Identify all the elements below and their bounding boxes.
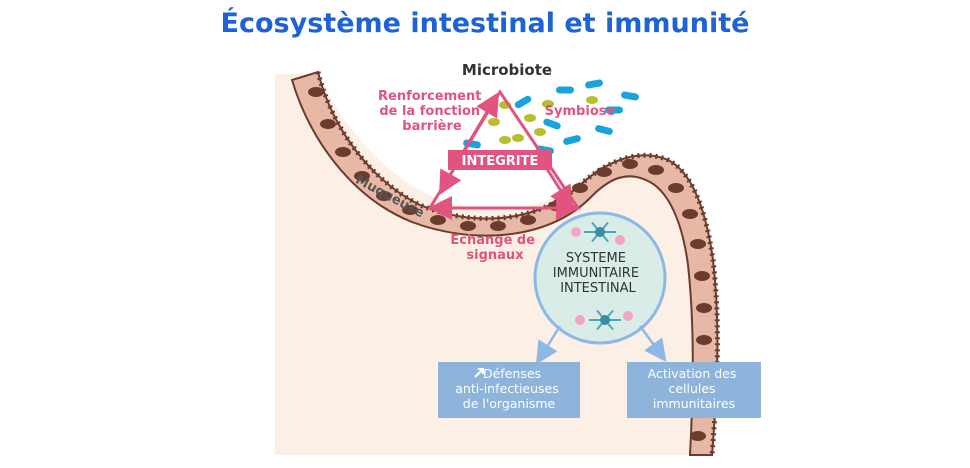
cell-nucleus [335,147,351,157]
green-bacterium [499,136,511,144]
mucosa-epithelium [290,70,719,456]
defenses-line-1: Défenses [483,366,541,381]
blue-bacterium [621,91,639,101]
activation-line-1: Activation des [648,366,737,381]
up-right-arrow-icon [474,368,484,378]
integrity-banner [448,150,552,170]
immune-system-label: SYSTEME IMMUNITAIRE INTESTINAL [553,251,643,296]
immune-system-circle [533,211,667,345]
dendritic-cell [600,315,610,325]
triangle-arrow-top [466,91,500,145]
defenses-line-3: de l'organisme [463,396,556,411]
blue-bacterium [605,106,623,114]
activation-label: Activation des cellules immunitaires [648,366,741,411]
cell-nucleus [690,239,706,249]
immune-line-3: INTESTINAL [560,281,636,296]
immune-line-2: IMMUNITAIRE [553,266,639,281]
arrow-to-defenses [536,325,562,365]
renforcement-line-1: Renforcement [378,89,481,104]
echange-line-2: signaux [466,248,524,263]
cell-nucleus [622,159,638,169]
immune-line-1: SYSTEME [566,251,626,266]
blue-bacterium [556,86,574,94]
cell-nucleus [308,87,324,97]
cell-nucleus [668,183,684,193]
pink-cell [575,315,585,325]
blue-bacterium [585,79,603,89]
cell-nucleus [696,303,712,313]
pink-cell [571,227,581,237]
renforcement-label: Renforcement de la fonction barrière [378,89,486,134]
cell-nucleus [596,167,612,177]
renforcement-line-2: de la fonction [379,104,480,119]
cell-nucleus [572,183,588,193]
cell-nucleus [694,271,710,281]
blue-bacterium [514,95,532,109]
cell-nucleus [490,221,506,231]
immune-cells [571,221,633,331]
cell-nucleus [402,205,418,215]
dendritic-cell [595,227,605,237]
page-title: Écosystème intestinal et immunité [220,8,750,39]
defenses-label: Défenses anti-infectieuses de l'organism… [455,366,563,411]
activation-line-2: cellules [668,381,715,396]
blue-bacterium [595,125,613,135]
green-bacterium [534,128,546,136]
cell-nucleus [430,215,446,225]
cell-nucleus [648,165,664,175]
blue-bacterium [563,135,581,145]
symbiose-label: Symbiose [545,104,616,119]
cell-nucleus [682,209,698,219]
renforcement-line-3: barrière [402,119,462,134]
defenses-box [438,362,580,418]
green-bacterium [524,114,536,122]
green-bacterium [542,100,554,108]
cell-nucleus [690,431,706,441]
defenses-line-2: anti-infectieuses [455,381,559,396]
green-bacterium [512,134,524,142]
cell-nucleus [376,191,392,201]
cell-nucleus [520,215,536,225]
echange-line-1: Echange de [450,233,535,248]
cell-nucleus [354,171,370,181]
green-bacterium [488,118,500,126]
cell-nucleus [460,221,476,231]
green-bacterium [586,96,598,104]
pink-cell [623,311,633,321]
echange-label: Echange de signaux [450,233,539,263]
activation-box [627,362,761,418]
integrity-label: INTEGRITE [462,154,539,169]
cell-nucleus [696,335,712,345]
blue-bacterium [543,118,561,130]
pink-cell [615,235,625,245]
arrow-to-activation [638,325,667,363]
activation-line-3: immunitaires [653,396,735,411]
microbiote-label: Microbiote [462,61,552,79]
cell-nucleus [320,119,336,129]
